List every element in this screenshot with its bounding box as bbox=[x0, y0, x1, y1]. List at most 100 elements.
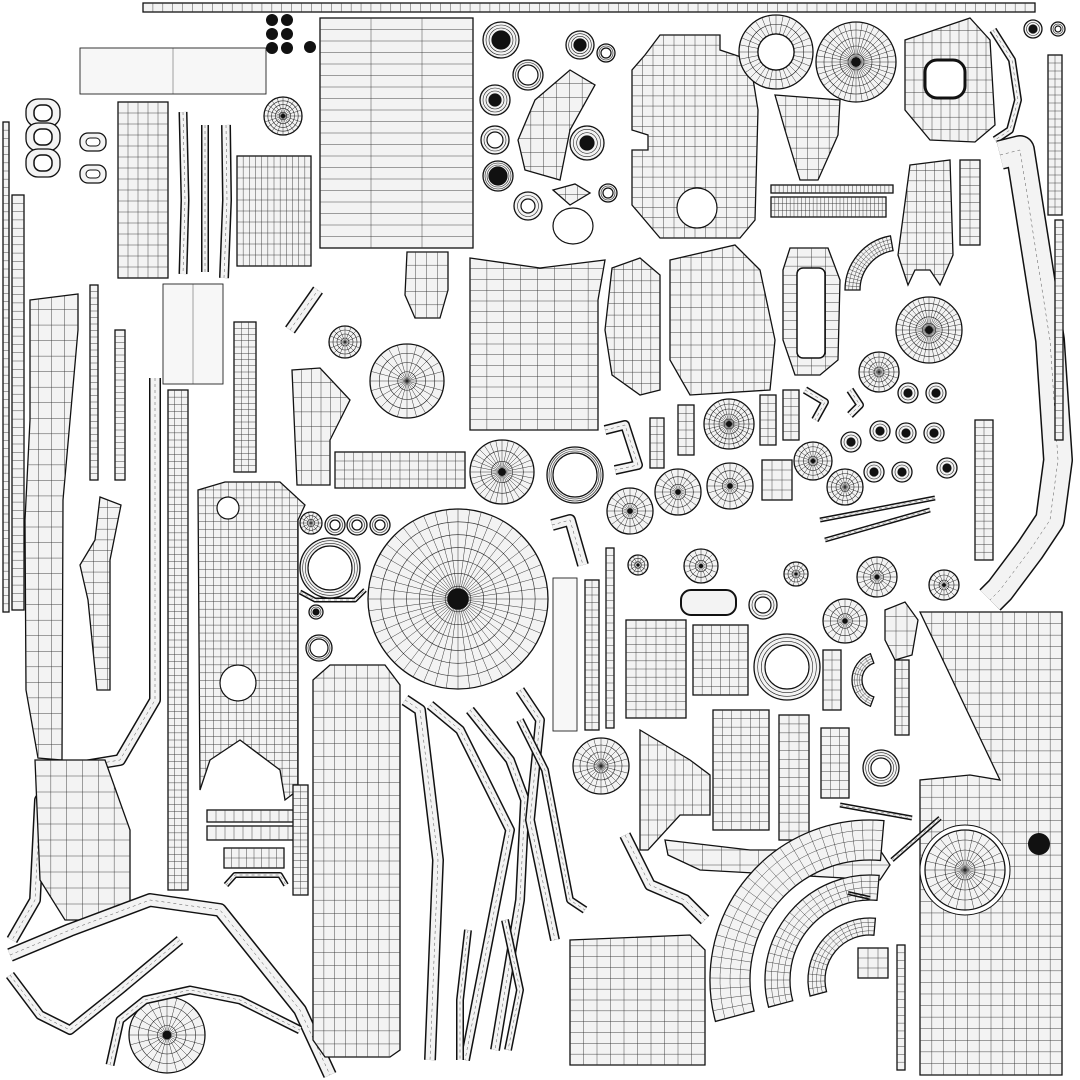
tiny-disc-island bbox=[281, 28, 293, 40]
tiny-disc-island bbox=[266, 42, 278, 54]
engine-cover-island bbox=[631, 34, 759, 239]
small-oval-island bbox=[25, 148, 61, 178]
small-bar-island bbox=[285, 286, 323, 334]
tiny-bent-strip bbox=[802, 386, 829, 422]
thin-curve-strip bbox=[219, 124, 232, 279]
small-disc-island bbox=[822, 598, 868, 644]
wide-curved-panel-island bbox=[469, 257, 606, 431]
tiny-disc-island bbox=[304, 41, 316, 53]
tiny-ring-island bbox=[1023, 19, 1043, 39]
seat-shell-island bbox=[669, 244, 776, 396]
left-hook-island bbox=[79, 496, 122, 691]
tiny-ring-island bbox=[891, 461, 913, 483]
outline-ring-island bbox=[552, 207, 594, 245]
large-frame-island bbox=[197, 481, 306, 802]
large-arc-band-island bbox=[709, 819, 885, 1023]
tall-block-island bbox=[712, 709, 770, 831]
flat-bar-island bbox=[334, 451, 466, 489]
tiny-disc-island bbox=[266, 28, 278, 40]
small-block-island bbox=[822, 649, 842, 711]
tall-panel-island bbox=[117, 101, 169, 279]
small-disc-island bbox=[783, 561, 809, 587]
rounded-slot-island bbox=[233, 321, 257, 473]
small-ring-island bbox=[569, 125, 605, 161]
inner-disc-island bbox=[924, 829, 1006, 911]
short-bar-island bbox=[206, 825, 298, 841]
medium-disc-island bbox=[895, 296, 963, 364]
small-disc-island bbox=[928, 569, 960, 601]
small-disc-island bbox=[606, 487, 654, 535]
tiny-ring-island bbox=[863, 461, 885, 483]
small-oval-island bbox=[79, 164, 107, 184]
right-edge-strip bbox=[1054, 219, 1064, 441]
lower-thin-strip bbox=[501, 919, 524, 1051]
dark-disc-island bbox=[1028, 833, 1050, 855]
tiny-ring-island bbox=[1050, 21, 1066, 37]
tiny-disc-island bbox=[281, 14, 293, 26]
top-rail-strip bbox=[142, 2, 1036, 13]
tiny-ring-island bbox=[840, 431, 862, 453]
large-disc-island bbox=[367, 508, 549, 690]
small-disc-island bbox=[572, 737, 630, 795]
long-s-strip-4 bbox=[515, 687, 560, 942]
small-disc-island bbox=[858, 351, 900, 393]
hole bbox=[216, 496, 240, 520]
small-ring-island bbox=[482, 160, 514, 192]
big-diagonal-beam-strip bbox=[7, 893, 337, 1078]
small-block-island bbox=[820, 727, 850, 799]
capsule-island bbox=[680, 589, 737, 616]
funnel-piece-island bbox=[639, 728, 711, 851]
tiny-ring-island bbox=[923, 422, 945, 444]
arc-band-island bbox=[764, 874, 880, 1008]
small-ring-island bbox=[482, 21, 520, 59]
ring-island bbox=[753, 633, 821, 701]
narrow-strip bbox=[974, 419, 994, 561]
small-arch-strip bbox=[298, 588, 367, 603]
small-ring-island bbox=[305, 634, 333, 662]
small-ring-island bbox=[565, 30, 595, 60]
small-block-island bbox=[857, 947, 889, 979]
small-block-island bbox=[649, 417, 665, 469]
long-s-strip-2 bbox=[426, 701, 515, 1061]
small-disc-island bbox=[826, 468, 864, 506]
lower-curve-strip-2 bbox=[105, 985, 303, 1066]
vent-opening bbox=[923, 58, 967, 100]
small-wedge-island bbox=[884, 601, 919, 661]
hole bbox=[219, 664, 257, 702]
tiny-ring-island bbox=[895, 422, 917, 444]
socket-piece-island bbox=[404, 251, 449, 319]
hole bbox=[676, 187, 718, 229]
small-block-island bbox=[761, 459, 793, 501]
narrow-strip bbox=[896, 944, 906, 1071]
long-s-strip-5 bbox=[516, 718, 588, 914]
ring-island bbox=[546, 446, 604, 504]
tiny-disc-island bbox=[281, 42, 293, 54]
small-disc-island bbox=[328, 325, 362, 359]
small-disc-island bbox=[703, 398, 755, 450]
small-ring-island bbox=[748, 590, 778, 620]
small-ring-island bbox=[480, 125, 510, 155]
thin-bar-island bbox=[770, 184, 894, 194]
small-arc-band-island bbox=[807, 917, 877, 997]
square-panel-island bbox=[692, 624, 749, 696]
thin-rod-strip bbox=[824, 507, 931, 543]
small-bent-strip bbox=[550, 514, 589, 567]
medium-disc-island bbox=[369, 343, 445, 419]
thin-rod-strip bbox=[839, 802, 913, 821]
arc-strip bbox=[989, 27, 1022, 144]
long-vertical-rail bbox=[167, 389, 189, 891]
lower-block-island bbox=[569, 934, 706, 1066]
tiny-ring-island bbox=[869, 420, 891, 442]
small-block-island bbox=[894, 659, 910, 736]
u-bracket-island bbox=[897, 159, 954, 287]
left-top-bar-island bbox=[79, 47, 267, 95]
small-block-island bbox=[782, 389, 800, 441]
left-edge-strip-2 bbox=[11, 194, 25, 611]
short-bar-island bbox=[223, 847, 285, 869]
narrow-strip bbox=[114, 329, 126, 481]
tiny-disc-island bbox=[266, 14, 278, 26]
funnel-piece-island bbox=[774, 94, 841, 181]
small-disc-island bbox=[299, 511, 323, 535]
